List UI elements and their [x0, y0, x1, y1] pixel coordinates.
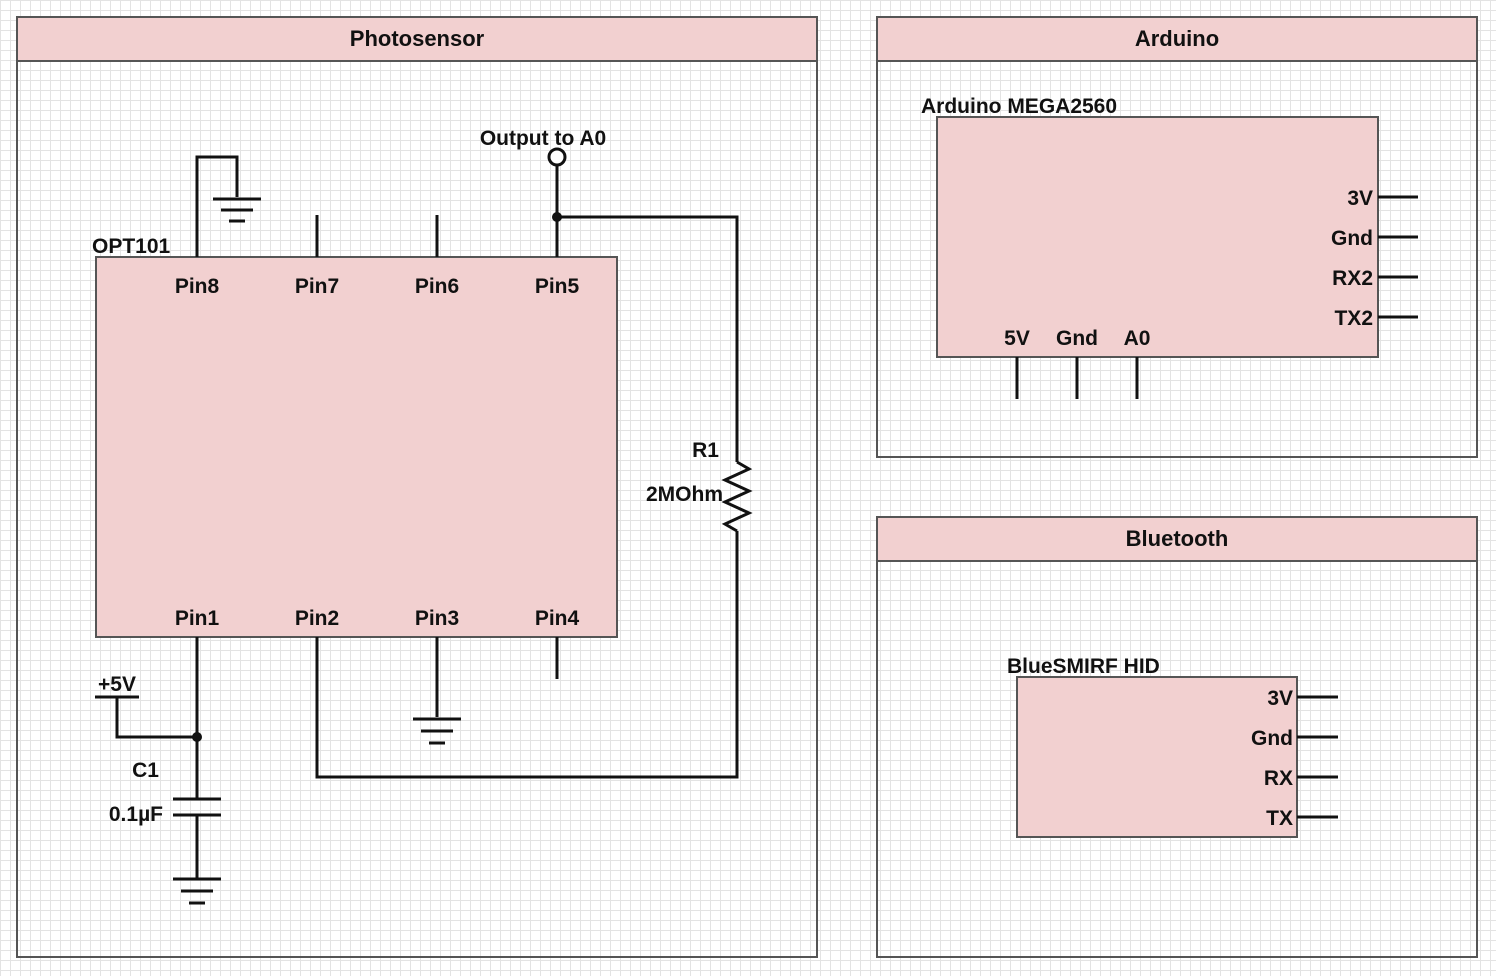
output-terminal[interactable] — [547, 147, 567, 167]
bluesmirf-pin-tx-label: TX — [1266, 807, 1293, 830]
arduino-body[interactable] — [936, 116, 1379, 358]
wire-pin8-ground — [195, 155, 239, 257]
photosensor-panel: Photosensor — [16, 16, 818, 958]
capacitor-name-label: C1 — [132, 759, 159, 782]
arduino-panel-title: Arduino — [878, 18, 1476, 62]
wire-r1-pin2 — [315, 531, 739, 779]
bluetooth-panel-title: Bluetooth — [878, 518, 1476, 562]
opt101-pin3-label: Pin3 — [415, 607, 459, 630]
opt101-pin7-label: Pin7 — [295, 275, 339, 298]
arduino-pin-3v-label: 3V — [1347, 187, 1373, 210]
opt101-pin4-label: Pin4 — [535, 607, 580, 630]
opt101-label: OPT101 — [92, 235, 171, 258]
junction-dot-output — [552, 212, 562, 222]
wire-5v-supply — [115, 697, 197, 739]
arduino-panel: Arduino — [876, 16, 1478, 458]
resistor-name-label: R1 — [692, 439, 719, 462]
opt101-pin1-label: Pin1 — [175, 607, 220, 630]
arduino-pin-rx2-label: RX2 — [1332, 267, 1373, 290]
opt101-pin2-label: Pin2 — [295, 607, 339, 630]
opt101-pin6-label: Pin6 — [415, 275, 459, 298]
output-label: Output to A0 — [480, 127, 606, 150]
opt101-pin8-label: Pin8 — [175, 275, 220, 298]
resistor-value-label: 2MOhm — [646, 483, 723, 506]
bluesmirf-pin-gnd-label: Gnd — [1251, 727, 1293, 750]
bluesmirf-pin-rx-label: RX — [1264, 767, 1293, 790]
arduino-pin-gnd-right-label: Gnd — [1331, 227, 1373, 250]
arduino-pin-tx2-label: TX2 — [1334, 307, 1373, 330]
junction-dot-supply — [192, 732, 202, 742]
arduino-pin-5v-label: 5V — [1004, 327, 1030, 350]
bluesmirf-pin-3v-label: 3V — [1267, 687, 1293, 710]
resistor-r1[interactable] — [721, 460, 753, 533]
bluesmirf-body[interactable] — [1016, 676, 1298, 838]
wire-junction-r1 — [557, 215, 739, 462]
bluetooth-panel: Bluetooth — [876, 516, 1478, 958]
opt101-pin5-label: Pin5 — [535, 275, 580, 298]
opt101-body[interactable] — [95, 256, 618, 638]
bluesmirf-module-label: BlueSMIRF HID — [1007, 655, 1160, 678]
capacitor-value-label: 0.1µF — [109, 803, 163, 826]
arduino-module-label: Arduino MEGA2560 — [921, 95, 1117, 118]
supply-label: +5V — [98, 673, 136, 696]
photosensor-panel-title: Photosensor — [18, 18, 816, 62]
arduino-pin-gnd-bottom-label: Gnd — [1056, 327, 1098, 350]
arduino-pin-a0-label: A0 — [1124, 327, 1151, 350]
